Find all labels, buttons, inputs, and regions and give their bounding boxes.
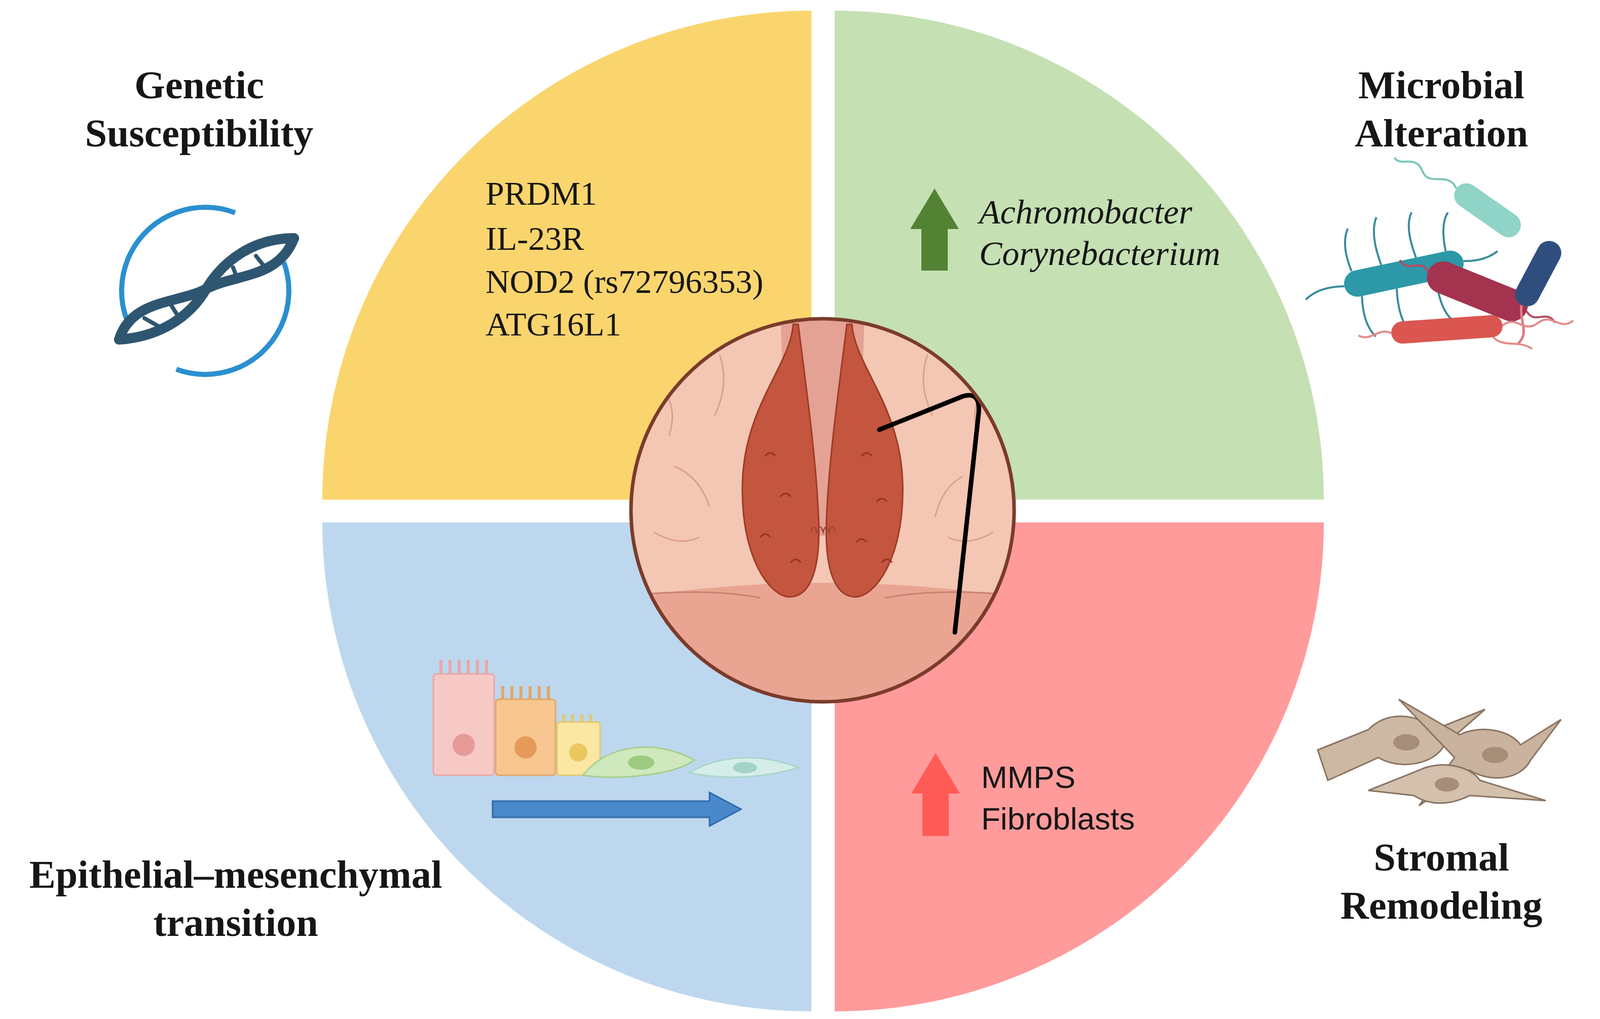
up-arrow-red [911, 753, 960, 837]
fibroblast-icon [1434, 777, 1460, 792]
bacteria-icon [1398, 257, 1556, 326]
up-arrow-green [910, 188, 959, 271]
bacteria-icon [1393, 245, 1561, 339]
sector-shape [322, 522, 812, 1012]
quadrant-sector: Genetic SusceptibilityPRDM1IL-23RNOD2 (r… [322, 10, 812, 500]
gene-name: ATG16L1 [485, 304, 841, 345]
anal-fistula-illustration [810, 527, 836, 533]
dna-icon [119, 238, 294, 340]
dna-icon [119, 238, 294, 340]
stromal-factor: MMPS [981, 758, 1336, 797]
section-heading: Microbial Alteration [1284, 60, 1599, 158]
anal-fistula-illustration [628, 316, 1019, 708]
quadrant-sector: Stromal RemodelingMMPSFibroblasts [834, 522, 1324, 1012]
up-arrow-red [911, 753, 960, 837]
emt-cells-icon [452, 733, 475, 757]
fibroblast-icon [1368, 765, 1546, 804]
bacteria-icon [1449, 178, 1526, 242]
emt-arrow [492, 792, 741, 827]
anal-fistula-illustration [628, 582, 1019, 710]
bacteria-icon [1510, 236, 1566, 311]
gene-name: NOD2 (rs72796353) [485, 261, 841, 302]
emt-cells-icon [569, 743, 588, 762]
stromal-factor: Fibroblasts [981, 800, 1336, 838]
anal-fistula-illustration [653, 354, 994, 542]
bacteria-icon [1394, 147, 1459, 198]
quadrant-sector: Microbial AlterationAchromobacterCoryneb… [834, 10, 1324, 500]
fibroblast-icon [1317, 709, 1485, 781]
bacteria-icon [1390, 314, 1504, 345]
quadrant-sector: Epithelial–mesenchymal transition [322, 522, 812, 1012]
bacterium-name: Corynebacterium [979, 232, 1334, 275]
bacteria-icon [1291, 194, 1510, 352]
gene-name: PRDM1 [485, 173, 841, 214]
anal-fistula-illustration [780, 316, 865, 537]
section-heading: Genetic Susceptibility [42, 60, 357, 158]
bacteria-icon [1494, 236, 1570, 345]
fibroblast-icon [1393, 734, 1420, 751]
sector-fill [322, 522, 812, 1012]
dna-icon [98, 183, 313, 399]
anal-fistula-illustration [628, 316, 1019, 710]
emt-cells-icon [582, 747, 695, 778]
dna-icon [144, 255, 267, 329]
section-heading: Stromal Remodeling [1284, 833, 1599, 930]
anal-fistula-illustration [630, 318, 1015, 702]
bacteria-icon [1357, 309, 1576, 361]
emt-cells-icon [563, 714, 591, 723]
emt-cells-icon [433, 674, 495, 776]
emt-cells-icon [433, 659, 799, 778]
anal-fistula-illustration [826, 324, 903, 598]
section-heading: Epithelial–mesenchymal transition [0, 850, 472, 947]
bacterium-name: Achromobacter [979, 191, 1334, 233]
emt-cells-icon [502, 686, 549, 700]
bacteria-icon [1291, 139, 1575, 361]
up-arrow-green [910, 188, 959, 271]
sector-fill [834, 522, 1324, 1012]
anal-fistula-illustration [742, 324, 820, 598]
anal-fistula-illustration [628, 592, 1019, 599]
emt-cells-icon [732, 762, 758, 774]
bacteria-icon [1422, 256, 1534, 327]
fibroblast-icon [1481, 747, 1509, 764]
sector-shape [834, 522, 1324, 1012]
emt-arrow [492, 792, 741, 827]
bacteria-icon [1358, 317, 1576, 361]
bacteria-icon [1393, 139, 1526, 243]
emt-cells-icon [627, 755, 655, 770]
fibroblast-icon [1398, 699, 1561, 806]
emt-cells-icon [514, 736, 537, 759]
anal-fistula-illustration [879, 395, 979, 633]
emt-cells-icon [556, 722, 601, 776]
anal-fistula-illustration [628, 316, 1019, 710]
bacteria-icon [1504, 305, 1536, 345]
dna-icon [98, 183, 313, 399]
bacteria-icon [1291, 194, 1510, 352]
emt-cells-icon [689, 757, 799, 777]
fibroblast-icon [1317, 699, 1561, 806]
gene-name: IL-23R [485, 218, 841, 259]
anal-fistula-illustration [760, 453, 892, 563]
bacteria-icon [1341, 248, 1467, 300]
emt-cells-icon [440, 659, 487, 675]
emt-cells-icon [495, 699, 556, 776]
